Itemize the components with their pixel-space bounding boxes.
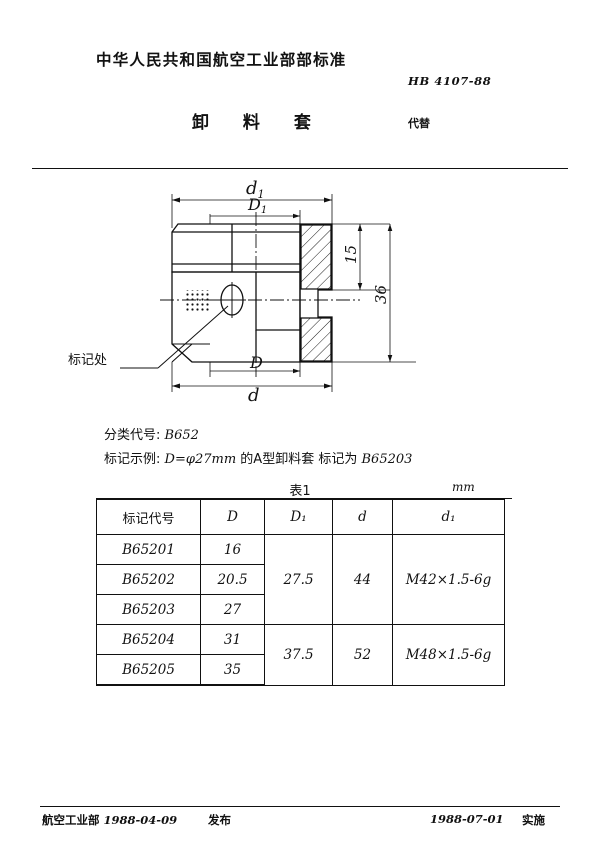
standard-number: HB 4107-88 — [408, 74, 492, 88]
cell-D: 35 — [200, 654, 265, 686]
marking-leader-line — [120, 305, 229, 369]
cell-D: 27 — [200, 594, 265, 625]
dim-label-15: 15 — [342, 245, 360, 264]
replaces-label: 代替 — [408, 117, 430, 130]
cell-D: 31 — [200, 624, 265, 655]
marking-example-type: 的A型卸料套 — [240, 452, 315, 467]
classification-note: 分类代号: B652 — [104, 424, 199, 443]
cell-code: B65204 — [96, 624, 201, 655]
specification-table: 标记代号 D D₁ d d₁ B65201 16 27.5 44 M42×1.5… — [96, 498, 505, 686]
column-header-D: D — [200, 498, 265, 535]
table-row: B65205 35 — [96, 654, 505, 686]
marking-example-label: 标记示例: — [104, 452, 161, 467]
cell-d1: M42×1.5-6g — [392, 534, 505, 625]
footer-effective-verb: 实施 — [522, 813, 545, 827]
callout-marking-label: 标记处 — [68, 353, 107, 368]
cell-code: B65205 — [96, 654, 201, 686]
marking-example-marked-as: 标记为 — [318, 452, 358, 467]
marking-example-code: B65203 — [361, 452, 413, 467]
dim-label-36: 36 — [372, 284, 390, 304]
cell-code: B65203 — [96, 594, 201, 625]
footer-issue-date: 1988-04-09 — [103, 813, 178, 827]
marking-example-dim: D=φ27mm — [164, 452, 237, 467]
cell-code: B65201 — [96, 534, 201, 565]
classification-label: 分类代号: — [104, 428, 161, 443]
table-unit: mm — [452, 480, 475, 494]
dim-label-d: d — [248, 385, 260, 402]
cell-code: B65202 — [96, 564, 201, 595]
table-row: B65201 16 27.5 44 M42×1.5-6g — [96, 534, 505, 625]
column-header-code: 标记代号 — [96, 498, 201, 535]
cell-D1: 37.5 — [264, 624, 333, 686]
footer-divider — [40, 806, 560, 807]
table-caption: 表1 — [289, 484, 311, 499]
column-header-D1: D₁ — [264, 498, 333, 535]
page-title: 卸 料 套 — [192, 113, 325, 133]
dim-label-D: D — [249, 353, 263, 372]
marking-example-note: 标记示例: D=φ27mm 的A型卸料套 标记为 B65203 — [104, 448, 412, 467]
cell-D: 16 — [200, 534, 265, 565]
cell-D1: 27.5 — [264, 534, 333, 625]
table-row: B65203 27 — [96, 594, 505, 625]
header-divider — [32, 168, 568, 169]
footer-effective-date: 1988-07-01 — [430, 812, 504, 826]
issuing-organization: 中华人民共和国航空工业部部标准 — [96, 51, 347, 69]
cell-D: 20.5 — [200, 564, 265, 595]
footer-issuer: 航空工业部 1988-04-09 — [42, 812, 177, 828]
footer-issuer-name: 航空工业部 — [42, 813, 100, 827]
column-header-d1: d₁ — [392, 498, 505, 535]
cell-d1: M48×1.5-6g — [392, 624, 505, 686]
technical-drawing: d1 D1 D d 15 36 标记处 — [60, 172, 540, 402]
column-header-d: d — [332, 498, 393, 535]
footer-effective-date-value: 1988-07-01 — [430, 812, 504, 826]
table-row: B65204 31 37.5 52 M48×1.5-6g — [96, 624, 505, 686]
cell-d: 52 — [332, 624, 393, 686]
classification-value: B652 — [164, 428, 199, 443]
footer-issue-verb: 发布 — [208, 813, 231, 827]
table-header-row: 标记代号 D D₁ d d₁ — [96, 498, 505, 535]
cell-d: 44 — [332, 534, 393, 625]
